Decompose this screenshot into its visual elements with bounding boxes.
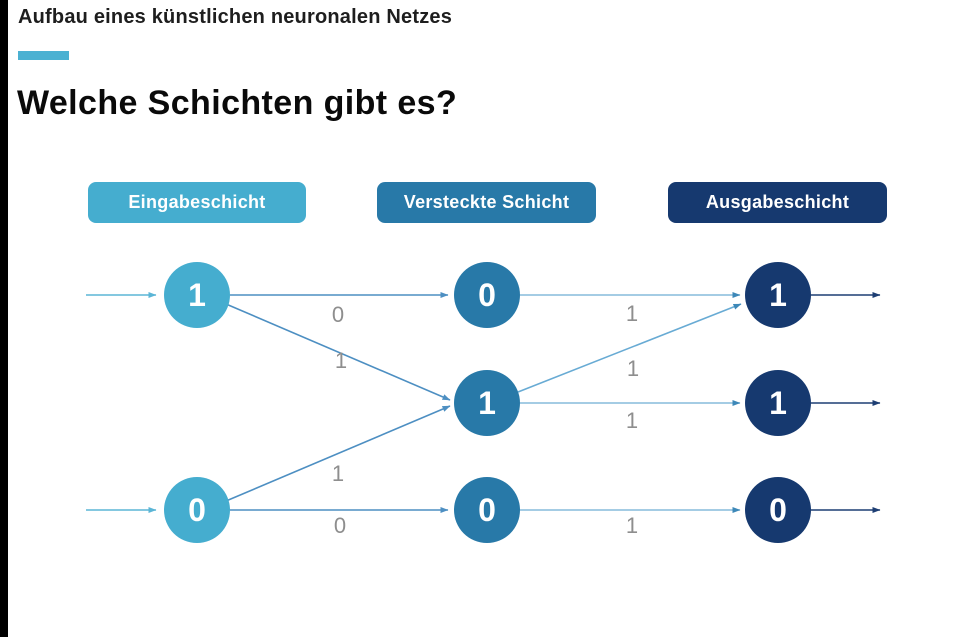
neuron-hidden-1: 0 [454, 262, 520, 328]
left-edge-black-strip [0, 0, 8, 637]
neuron-input-2: 0 [164, 477, 230, 543]
accent-underline-bar [18, 51, 69, 60]
neuron-output-1: 1 [745, 262, 811, 328]
page-title: Welche Schichten gibt es? [17, 84, 458, 122]
weight-label-input2-hidden3: 0 [333, 513, 347, 538]
weight-label-hidden2-output1: 1 [626, 356, 640, 381]
weight-label-input2-hidden2: 1 [331, 461, 345, 486]
weight-label-hidden3-output3: 1 [625, 513, 639, 538]
layer-label-input: Eingabeschicht [88, 182, 306, 223]
neuron-output-3: 0 [745, 477, 811, 543]
weight-label-input1-hidden1: 0 [331, 302, 345, 327]
layer-label-output: Ausgabeschicht [668, 182, 887, 223]
neuron-output-2: 1 [745, 370, 811, 436]
neuron-hidden-3: 0 [454, 477, 520, 543]
layer-label-hidden: Versteckte Schicht [377, 182, 596, 223]
neuron-hidden-2: 1 [454, 370, 520, 436]
weight-label-input1-hidden2: 1 [334, 348, 348, 373]
weight-label-hidden2-output2: 1 [625, 408, 639, 433]
weight-label-hidden1-output1: 1 [625, 301, 639, 326]
slide-kicker: Aufbau eines künstlichen neuronalen Netz… [18, 6, 453, 28]
neuron-input-1: 1 [164, 262, 230, 328]
